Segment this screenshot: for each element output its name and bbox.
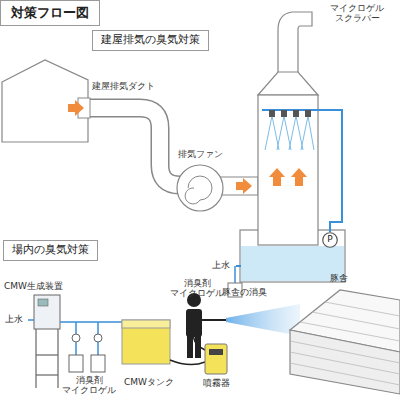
- building: [2, 60, 88, 142]
- part-name: 建屋排気ダクト: [92, 82, 155, 92]
- part-name: 噴霧器: [203, 379, 230, 389]
- cmw-tank: [122, 320, 170, 364]
- note: 豚舎の消臭: [222, 288, 267, 298]
- spray-wand: [198, 319, 226, 321]
- air-arrow: [68, 100, 84, 116]
- hose: [170, 360, 205, 365]
- scrubber-stack: [278, 12, 312, 72]
- barn-slats: [290, 302, 400, 385]
- section-box: 場内の臭気対策: [3, 240, 98, 261]
- stand: [36, 329, 58, 388]
- air-arrows-up: [269, 168, 307, 186]
- pump-outline: [323, 233, 338, 248]
- part-name: 上水: [212, 261, 230, 271]
- water-supply-line: [28, 319, 34, 321]
- fan-blade: [185, 176, 212, 204]
- duct-outline: [78, 108, 180, 185]
- scrubber-cone: [258, 72, 318, 95]
- cmw-tank-top: [122, 320, 170, 328]
- section-heading: 建屋排気の臭気対策: [101, 34, 200, 46]
- part-name: CMW生成装置: [4, 282, 63, 292]
- spray-jets: [265, 116, 314, 150]
- exhaust-fan: [177, 165, 223, 211]
- agent-bottles: [69, 355, 105, 372]
- part-name: 排気ファン: [178, 150, 223, 160]
- duct: [78, 108, 180, 185]
- pump-label: P: [327, 235, 332, 245]
- pump-symbol: P: [322, 232, 338, 248]
- scrubber-tower: [258, 95, 318, 245]
- agent-line: [234, 266, 236, 283]
- part-name: 消臭剤 マイクロゲル: [168, 279, 226, 299]
- section-heading: 場内の臭気対策: [12, 244, 89, 256]
- spray: [226, 304, 300, 336]
- spray-nozzles: [269, 110, 311, 117]
- part-name: 消臭剤 マイクロゲル: [60, 376, 118, 396]
- control-panel: [38, 299, 48, 306]
- part-name: 上水: [5, 315, 23, 325]
- section-box: 建屋排気の臭気対策: [92, 30, 209, 51]
- air-arrow: [236, 178, 252, 194]
- title: 対策フロー図: [0, 0, 100, 26]
- worker: [186, 293, 202, 358]
- sprayer-panel: [209, 349, 223, 355]
- part-name: マイクロゲル スクラバー: [322, 4, 392, 24]
- water: [241, 246, 344, 281]
- dosing-lines: [60, 322, 128, 355]
- part-name: 豚舎: [330, 274, 348, 284]
- sprayer: [205, 344, 227, 374]
- flow-meters: [72, 334, 102, 342]
- circulation-pipe: [318, 110, 342, 232]
- cmw-generator: [34, 295, 60, 329]
- part-name: CMWタンク: [124, 378, 174, 388]
- barn-wall: [290, 330, 400, 394]
- water-supply-line: [236, 265, 241, 267]
